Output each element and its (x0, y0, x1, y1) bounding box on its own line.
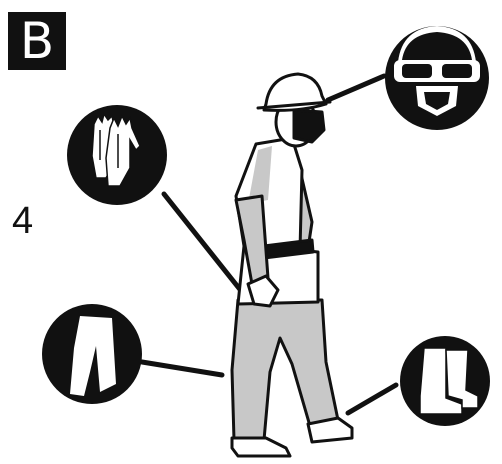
leader-line-gloves (164, 194, 242, 292)
worker-figure (232, 74, 352, 456)
leader-line-boots (348, 385, 396, 413)
worker-boot-left (232, 438, 290, 456)
gloves-badge (67, 105, 167, 205)
head-protection-badge (385, 26, 489, 130)
worker-trousers (232, 300, 338, 440)
boots-badge (400, 336, 490, 426)
trousers-badge (42, 304, 142, 404)
leader-line-head (328, 76, 384, 100)
worker-boot-right (308, 418, 352, 442)
leader-line-trousers (142, 362, 222, 375)
worker-respirator (294, 110, 324, 142)
